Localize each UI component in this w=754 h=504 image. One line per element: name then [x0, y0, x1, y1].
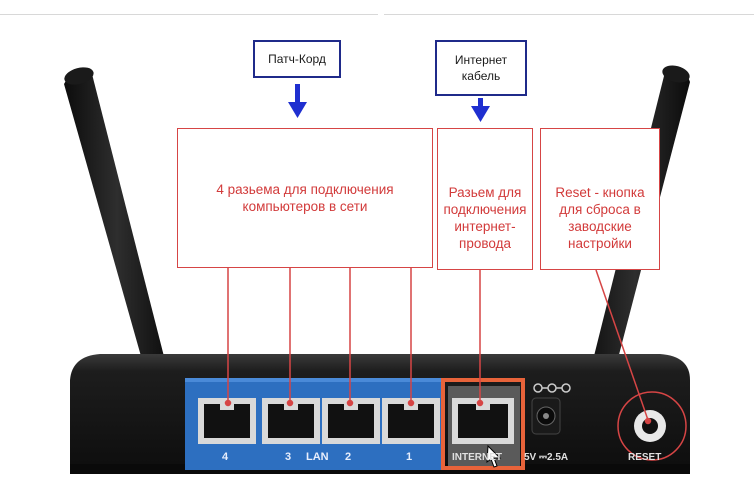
internet-port-label: INTERNET [452, 452, 502, 463]
internet-description-line: Разьем для [448, 185, 522, 200]
arrow-down-icon [288, 84, 307, 118]
reset-connector-line [595, 269, 652, 425]
reset-description-line: Reset - кнопка [555, 185, 645, 200]
internet-description-line: интернет- [454, 219, 516, 234]
internet-connector-line [476, 270, 484, 407]
internet-cable-label-line1: Интернет [454, 53, 508, 67]
lan-description-box: 4 разьема для подключения компьютеров в … [177, 128, 433, 268]
reset-description-line: для сброса в [559, 202, 641, 217]
lan-port-1 [382, 398, 440, 444]
power-jack [531, 383, 571, 435]
lan-connector-lines [224, 268, 415, 407]
reset-description-line: настройки [568, 236, 632, 251]
internet-cable-callout: Интернет кабель [435, 40, 527, 96]
reset-label: RESET [628, 452, 662, 463]
internet-description-line: провода [459, 236, 511, 251]
cursor-icon [486, 444, 502, 468]
internet-port [452, 398, 514, 444]
port-number-3: 3 [285, 451, 292, 463]
top-divider [0, 14, 754, 15]
port-number-4: 4 [222, 451, 229, 463]
top-divider-gap [378, 10, 384, 18]
lan-port-2 [322, 398, 380, 444]
lan-description-text: 4 разьема для подключения компьютеров в … [216, 182, 394, 214]
power-label: 5V ⎓2.5A [524, 452, 569, 463]
internet-description-box: Разьем для подключения интернет- провода [437, 128, 533, 270]
patch-cord-label: Патч-Корд [268, 52, 326, 66]
port-number-1: 1 [406, 451, 413, 463]
arrow-down-icon [471, 98, 490, 122]
internet-cable-label-line2: кабель [461, 69, 501, 83]
internet-description-line: подключения [443, 202, 527, 217]
reset-description-line: заводские [568, 219, 632, 234]
left-antenna [64, 71, 170, 389]
lan-label: LAN [306, 451, 329, 463]
patch-cord-callout: Патч-Корд [253, 40, 341, 78]
internet-highlight [441, 378, 525, 470]
port-number-2: 2 [345, 451, 352, 463]
reset-description-box: Reset - кнопка для сброса в заводские на… [540, 128, 660, 270]
